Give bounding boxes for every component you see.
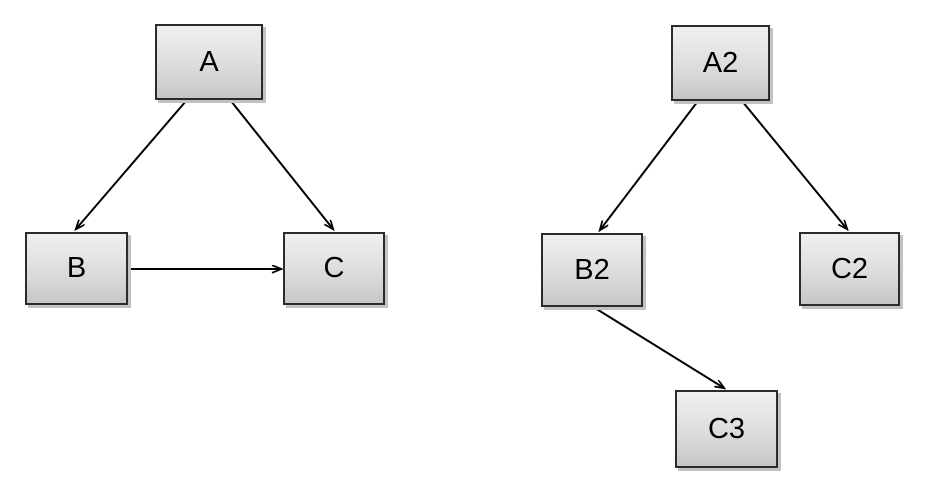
node-a[interactable]: A <box>155 24 263 100</box>
edge-b2-to-c3 <box>594 307 724 388</box>
node-c2[interactable]: C2 <box>799 232 900 306</box>
node-b[interactable]: B <box>25 232 128 305</box>
node-label: C2 <box>830 252 869 285</box>
edge-a-to-c <box>230 100 333 229</box>
node-label: A <box>199 45 219 78</box>
node-b2[interactable]: B2 <box>541 233 643 307</box>
node-label: A2 <box>702 46 739 79</box>
edge-a2-to-c2 <box>741 100 847 229</box>
node-c3[interactable]: C3 <box>675 390 778 468</box>
edge-a-to-b <box>76 100 187 229</box>
node-a2[interactable]: A2 <box>671 25 770 101</box>
edges-group <box>76 100 847 388</box>
node-label: B <box>66 252 87 284</box>
edge-a2-to-b2 <box>600 100 699 230</box>
node-label: C3 <box>707 412 746 445</box>
node-c[interactable]: C <box>283 232 385 305</box>
node-label: B2 <box>574 253 610 286</box>
node-label: C <box>323 252 345 284</box>
